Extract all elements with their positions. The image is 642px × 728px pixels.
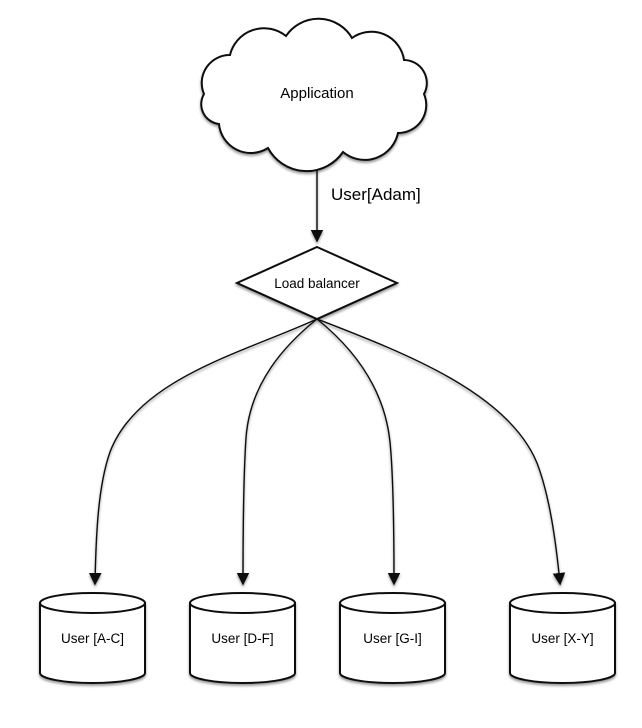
load-balancer-diamond [234,245,400,321]
balancer-to-db2-arrow [236,318,318,586]
db1-label: User [A-C] [61,631,124,646]
load-balancer-label: Load balancer [274,276,360,291]
db3-label: User [G-I] [363,631,422,646]
cylinder-body [339,602,446,684]
cylinder-top [339,592,446,614]
edge-label-user-adam: User[Adam] [331,185,421,204]
db4-label: User [X-Y] [531,631,593,646]
application-label: Application [280,85,353,102]
cylinder-top [509,592,616,614]
db-cylinder-1 [39,592,146,684]
db-cylinder-2 [189,592,296,684]
cylinder-top [189,592,296,614]
db-cylinder-3 [339,592,446,684]
application-cloud-shape [200,17,428,173]
db-cylinder-4 [509,592,616,684]
balancer-to-db1-arrow [88,318,318,586]
cylinder-body [509,602,616,684]
balancer-to-db3-arrow [316,318,401,586]
db2-label: User [D-F] [211,631,273,646]
balancer-to-db4-arrow [316,318,566,586]
cylinder-body [39,602,146,684]
cylinder-top [39,592,146,614]
cylinder-body [189,602,296,684]
